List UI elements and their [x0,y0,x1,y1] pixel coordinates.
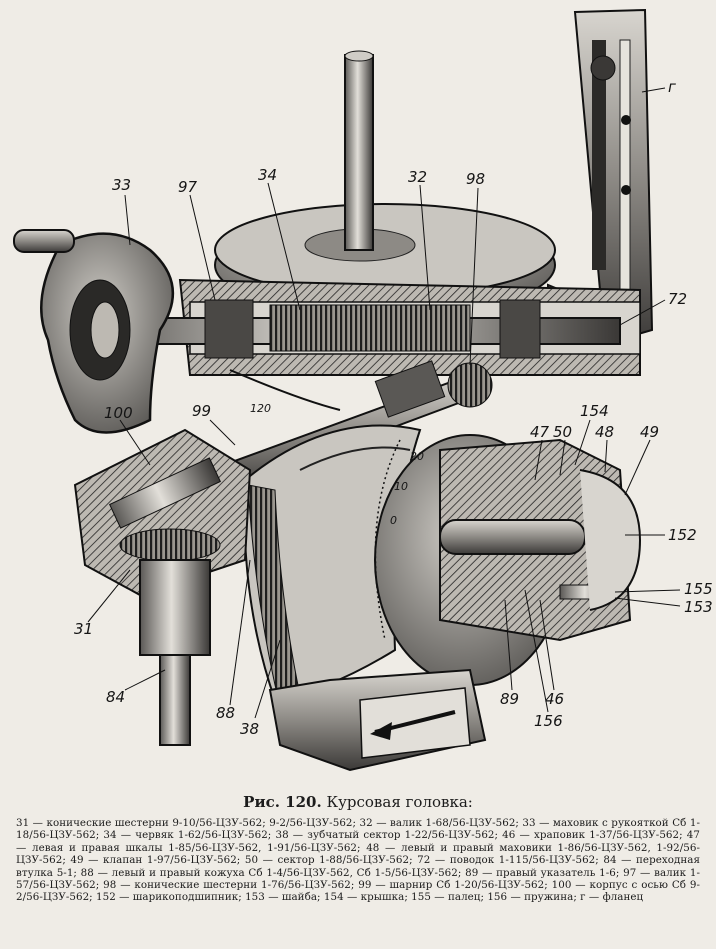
label-98: 98 [466,170,485,188]
part-labels: 33 97 34 32 98 г 72 120 100 99 154 47 50… [74,78,713,738]
technical-illustration: 33 97 34 32 98 г 72 120 100 99 154 47 50… [13,8,713,772]
label-48: 48 [595,423,614,441]
label-72: 72 [668,290,687,308]
label-155: 155 [684,580,713,598]
dial-mark-20: 20 [410,450,424,463]
label-33: 33 [112,176,131,194]
leader-lines [87,87,681,719]
top-disk [214,50,556,318]
label-154: 154 [580,402,609,420]
label-46: 46 [545,690,564,708]
label-156: 156 [534,712,563,730]
dial-mark-10: 10 [394,480,408,493]
label-152: 152 [668,526,697,544]
handwheel [13,229,175,434]
label-49: 49 [640,423,659,441]
course-head-drawing: 33 97 34 32 98 г 72 120 100 99 154 47 50… [13,8,713,772]
caption-title: Рис. 120. Курсовая головка: [16,793,700,811]
label-50: 50 [553,423,572,441]
caption-legend: 31 — конические шестерни 9-10/56-ЦЗУ-562… [16,817,700,904]
label-97: 97 [178,178,198,196]
dial-housing [374,434,642,686]
label-88: 88 [216,704,235,722]
label-flange: г [668,78,676,96]
label-99: 99 [192,402,211,420]
label-100: 100 [104,404,133,422]
pointer-block [268,668,487,772]
left-gearbox [73,428,252,746]
label-38: 38 [240,720,259,738]
label-153: 153 [684,598,713,616]
figure-caption: Рис. 120. Курсовая головка: 31 — коничес… [16,793,700,904]
label-47: 47 [530,423,550,441]
label-32: 32 [408,168,427,186]
figure-number: Рис. 120. [243,793,322,811]
label-84: 84 [106,688,125,706]
label-120: 120 [250,402,271,415]
label-34: 34 [258,166,277,184]
label-89: 89 [500,690,519,708]
figure-title: Курсовая головка: [326,793,473,811]
dial-scale: 0 10 20 [390,450,424,527]
dial-mark-0: 0 [390,514,397,527]
worm-housing [99,278,641,411]
label-31: 31 [74,620,93,638]
sector-gear [243,424,422,702]
